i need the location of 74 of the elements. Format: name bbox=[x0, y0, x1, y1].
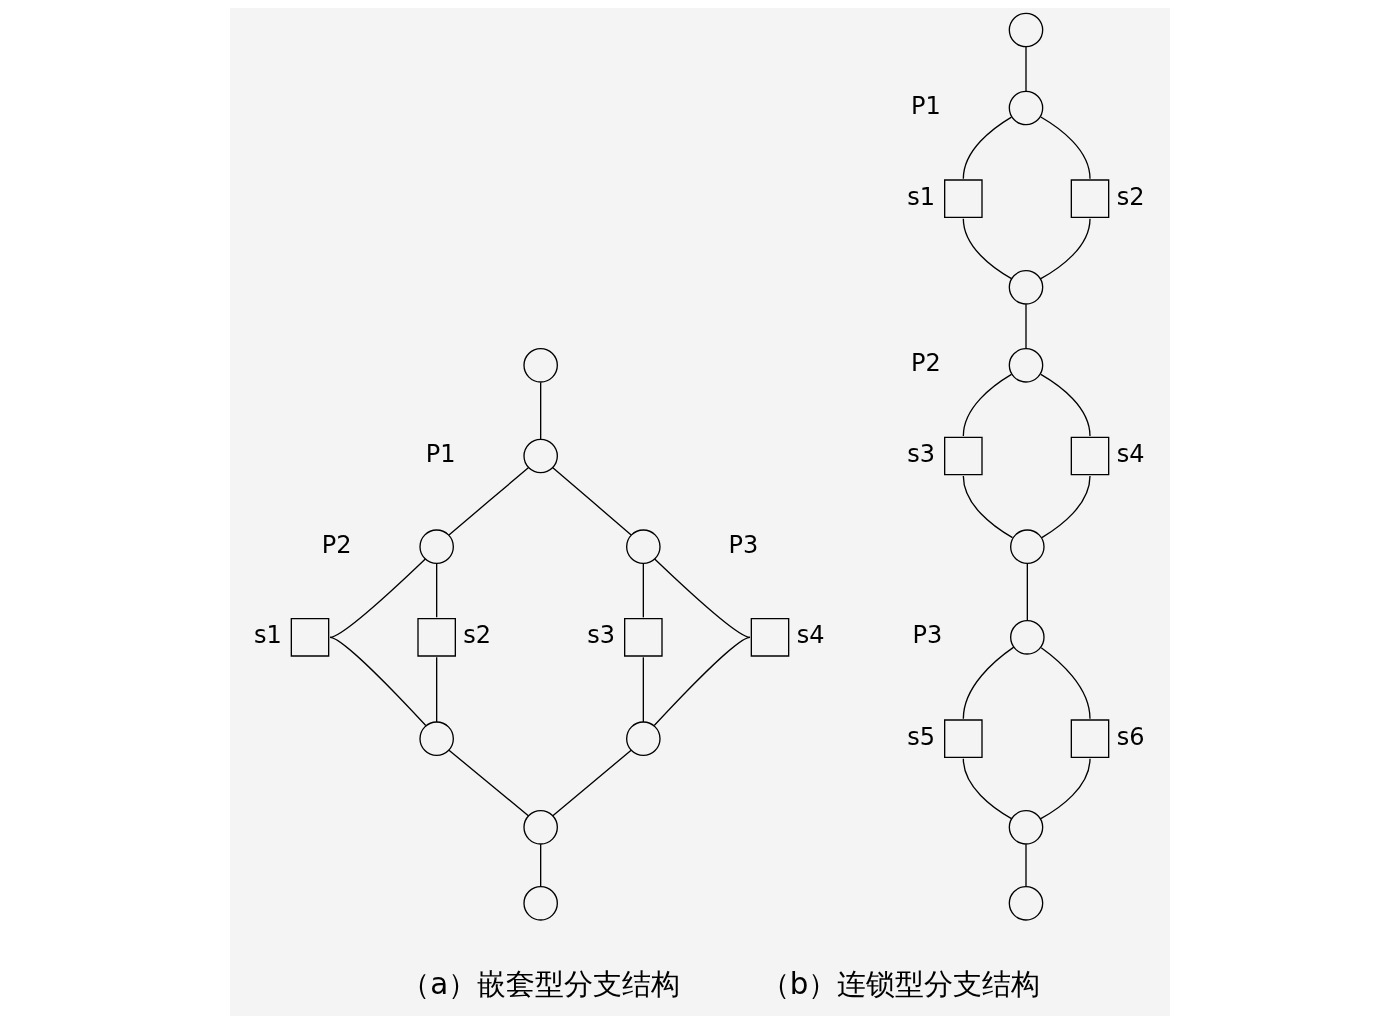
node-label: P1 bbox=[425, 439, 456, 468]
node-box bbox=[290, 618, 330, 657]
connector bbox=[1040, 373, 1091, 437]
node-box bbox=[750, 618, 790, 657]
node-label: P3 bbox=[728, 530, 759, 559]
node-box bbox=[1070, 179, 1110, 218]
connector bbox=[962, 373, 1013, 437]
node-circle bbox=[1008, 348, 1044, 383]
connector bbox=[642, 562, 644, 618]
node-box bbox=[624, 618, 663, 657]
node-label: s6 bbox=[1116, 722, 1145, 751]
connector bbox=[552, 749, 632, 817]
node-circle bbox=[419, 721, 454, 756]
node-circle bbox=[419, 529, 454, 564]
connector bbox=[436, 562, 438, 618]
node-box bbox=[1070, 719, 1110, 758]
node-label: s4 bbox=[1116, 439, 1145, 468]
node-label: P2 bbox=[321, 530, 352, 559]
node-label: s2 bbox=[463, 621, 492, 650]
node-circle bbox=[626, 529, 661, 564]
connector bbox=[1025, 303, 1027, 350]
node-circle bbox=[1008, 90, 1044, 126]
connector bbox=[642, 656, 644, 723]
connector bbox=[1040, 758, 1091, 820]
connector bbox=[540, 843, 542, 888]
node-circle bbox=[1008, 810, 1044, 845]
node-label: s3 bbox=[907, 439, 936, 468]
node-label: P2 bbox=[911, 349, 941, 378]
connector bbox=[654, 558, 751, 638]
connector bbox=[1041, 475, 1091, 539]
connector bbox=[540, 381, 542, 440]
label: （a）嵌套型分支结构 bbox=[401, 967, 681, 1002]
node-circle bbox=[1008, 12, 1044, 48]
connector bbox=[962, 646, 1015, 720]
node-circle bbox=[1008, 270, 1044, 305]
connector bbox=[1025, 843, 1027, 888]
node-label: s1 bbox=[254, 621, 282, 650]
connector bbox=[653, 636, 751, 727]
connector bbox=[436, 656, 438, 723]
label: （b）连锁型分支结构 bbox=[760, 967, 1041, 1002]
connector bbox=[1040, 647, 1091, 720]
connector bbox=[1040, 116, 1091, 180]
connector bbox=[962, 758, 1013, 820]
node-label: s3 bbox=[587, 621, 616, 650]
node-box bbox=[944, 179, 983, 218]
node-box bbox=[417, 618, 456, 657]
connector bbox=[329, 636, 427, 727]
node-circle bbox=[626, 721, 661, 756]
node-circle bbox=[1008, 886, 1044, 921]
node-circle bbox=[1010, 529, 1045, 564]
node-box bbox=[944, 436, 983, 476]
connector bbox=[962, 116, 1013, 180]
node-circle bbox=[1010, 620, 1045, 655]
connector bbox=[962, 218, 1013, 280]
node-label: P3 bbox=[912, 621, 943, 650]
connector bbox=[329, 558, 426, 638]
node-circle bbox=[523, 886, 558, 921]
connector bbox=[448, 749, 529, 817]
node-box bbox=[1070, 436, 1110, 476]
node-label: P1 bbox=[911, 91, 941, 120]
node-label: s2 bbox=[1116, 182, 1145, 211]
connector bbox=[552, 467, 632, 536]
connector bbox=[1025, 46, 1027, 92]
node-circle bbox=[523, 810, 558, 845]
connector bbox=[1026, 563, 1028, 622]
node-label: s1 bbox=[907, 182, 936, 211]
node-box bbox=[944, 719, 983, 758]
node-circle bbox=[523, 438, 558, 474]
connector bbox=[448, 467, 529, 536]
connector bbox=[962, 475, 1014, 539]
node-circle bbox=[523, 348, 558, 383]
node-label: s4 bbox=[796, 621, 825, 650]
connector bbox=[1040, 218, 1091, 280]
node-label: s5 bbox=[907, 722, 936, 751]
